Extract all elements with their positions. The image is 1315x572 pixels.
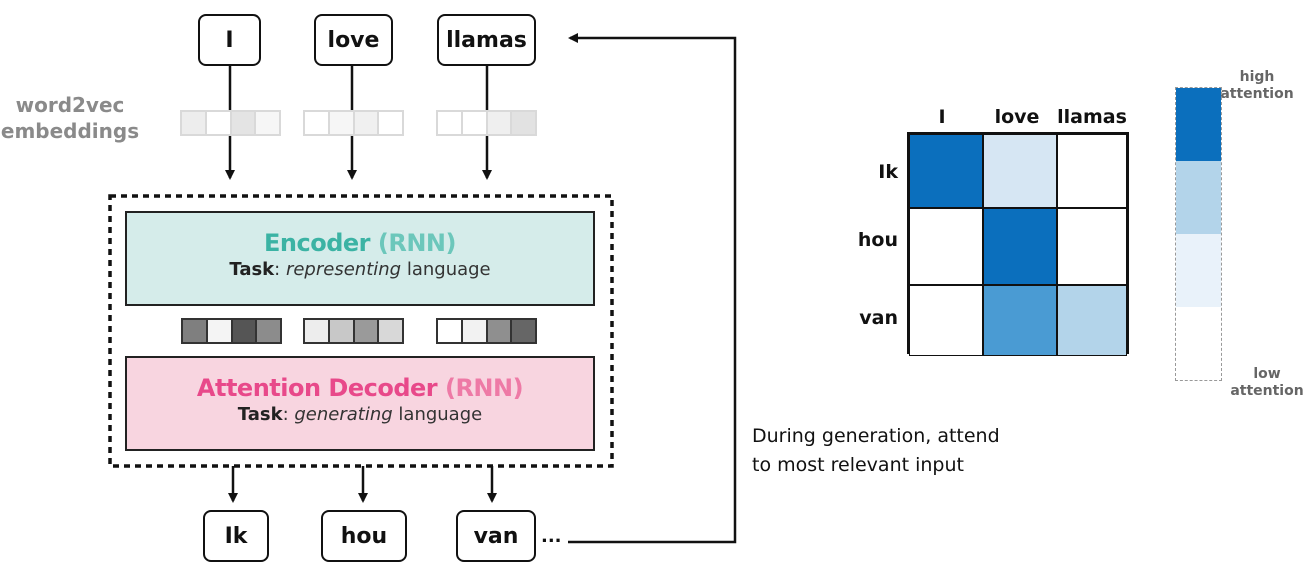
input-token-love: love — [314, 14, 393, 66]
matrix-cell — [983, 208, 1057, 285]
attention-legend-bar — [1175, 87, 1222, 381]
model-frame — [108, 194, 614, 468]
decoder-title: Attention Decoder (RNN) — [127, 374, 593, 402]
encoder-task-label: Task — [229, 259, 275, 280]
matrix-cell — [1057, 134, 1127, 208]
generation-caption-line1: During generation, attend — [752, 425, 1000, 447]
legend-low-line1: low — [1253, 366, 1281, 382]
legend-segment — [1176, 234, 1221, 307]
legend-high-line1: high — [1239, 69, 1275, 85]
output-token-hou: hou — [321, 510, 407, 562]
embeddings-label-line1: word2vec — [15, 93, 125, 117]
decoder-task-verb: generating — [294, 404, 393, 425]
legend-segment — [1176, 307, 1221, 379]
output-ellipsis: ... — [541, 526, 562, 547]
matrix-row-header: Ik — [878, 161, 898, 183]
matrix-cell — [983, 285, 1057, 356]
matrix-cell — [909, 285, 983, 356]
generation-caption-line2: to most relevant input — [752, 454, 964, 476]
legend-segment — [1176, 161, 1221, 234]
matrix-cell — [909, 208, 983, 285]
matrix-row-header: van — [859, 307, 898, 329]
legend-segment — [1176, 88, 1221, 161]
output-token-ik: Ik — [203, 510, 269, 562]
matrix-row-header: hou — [857, 229, 898, 251]
embedding-vector-2 — [303, 110, 404, 136]
matrix-cell — [1057, 208, 1127, 285]
embeddings-label: word2vec embeddings — [0, 92, 140, 144]
matrix-cell — [983, 134, 1057, 208]
hidden-state-1 — [181, 318, 282, 344]
decoder-task-label: Task — [237, 404, 283, 425]
feedback-loop-arrow — [568, 33, 737, 544]
encoder-title-main: Encoder — [264, 229, 371, 257]
encoder-block: Encoder (RNN) Task: representing languag… — [125, 211, 595, 306]
embedding-vector-3 — [436, 110, 537, 136]
input-token-llamas: llamas — [437, 14, 536, 66]
output-token-van: van — [456, 510, 536, 562]
matrix-cell — [909, 134, 983, 208]
decoder-task: Task: generating language — [237, 404, 483, 425]
generation-caption: During generation, attend to most releva… — [752, 422, 1000, 480]
hidden-state-2 — [303, 318, 404, 344]
encoder-title: Encoder (RNN) — [127, 229, 593, 257]
decoder-block: Attention Decoder (RNN) Task: generating… — [125, 356, 595, 451]
legend-low-label: low attention — [1222, 366, 1312, 400]
attention-matrix — [907, 132, 1129, 356]
matrix-col-header: love — [994, 106, 1040, 128]
encoder-task-verb: representing — [285, 259, 402, 280]
encoder-title-paren: (RNN) — [377, 229, 457, 257]
decoder-title-paren: (RNN) — [444, 374, 524, 402]
input-token-i: I — [198, 14, 261, 66]
legend-high-line2: attention — [1220, 86, 1294, 102]
decoder-task-rest: language — [398, 404, 483, 425]
decoder-title-main: Attention Decoder — [196, 374, 438, 402]
hidden-state-3 — [436, 318, 537, 344]
matrix-cell — [1057, 285, 1127, 356]
legend-low-line2: attention — [1230, 383, 1304, 399]
matrix-col-header: I — [938, 106, 946, 128]
embedding-vector-1 — [180, 110, 281, 136]
legend-high-label: high attention — [1212, 69, 1302, 103]
embeddings-label-line2: embeddings — [0, 119, 140, 143]
matrix-col-header: llamas — [1057, 106, 1127, 128]
encoder-task: Task: representing language — [229, 259, 491, 280]
encoder-task-rest: language — [406, 259, 491, 280]
